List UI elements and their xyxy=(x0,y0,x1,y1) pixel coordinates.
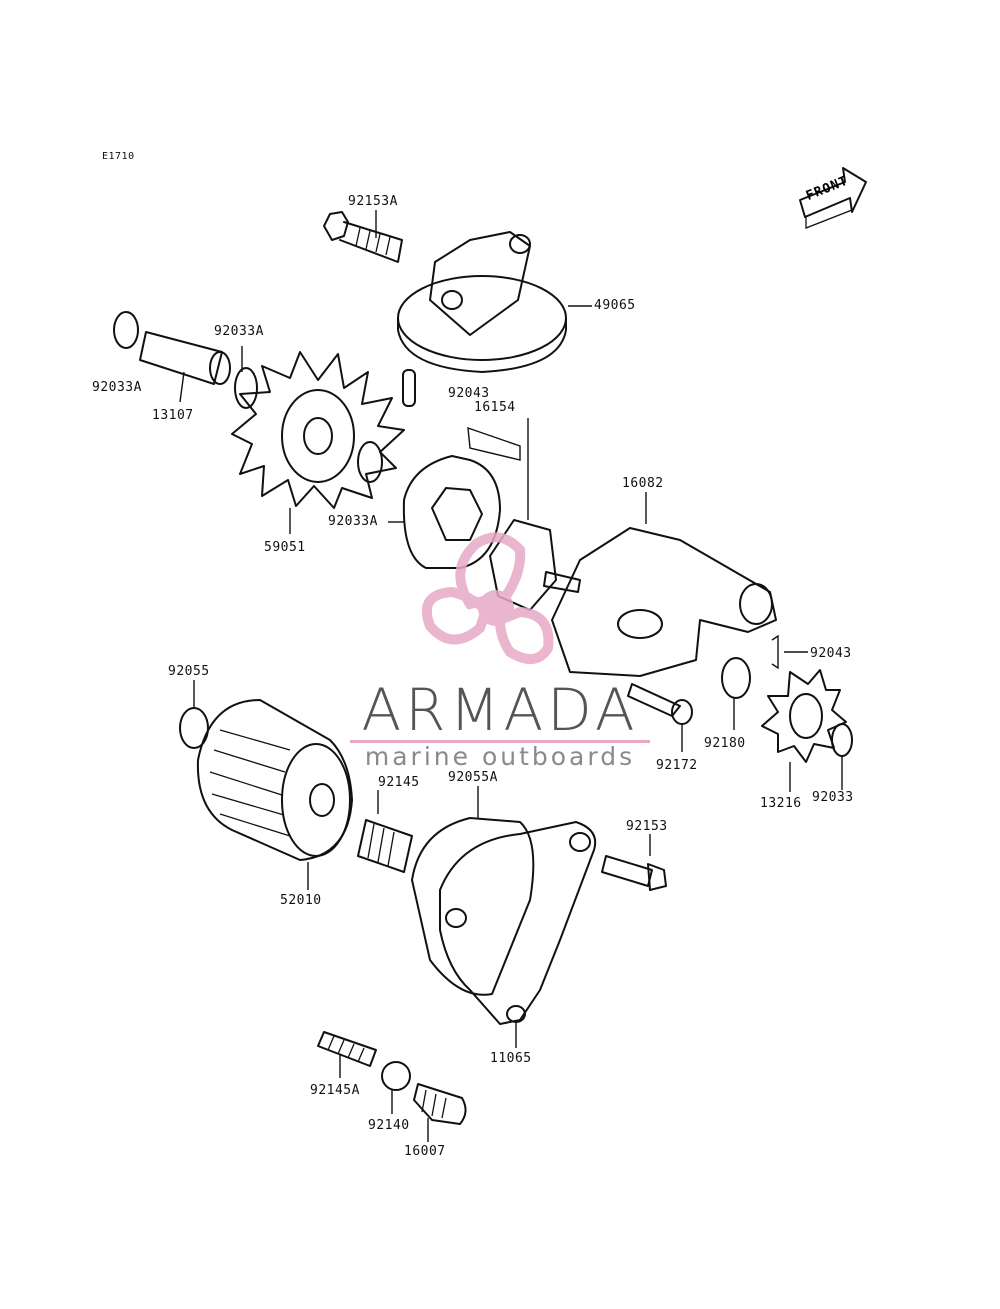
washer-92180 xyxy=(721,657,751,699)
label-11065: 11065 xyxy=(490,1051,532,1066)
label-16007: 16007 xyxy=(404,1144,446,1159)
label-16154: 16154 xyxy=(474,400,516,415)
gear-13216 xyxy=(761,634,853,763)
relief-valve-parts xyxy=(317,1031,467,1125)
gear-59051 xyxy=(231,351,405,509)
label-16082: 16082 xyxy=(622,476,664,491)
label-59051: 59051 xyxy=(264,540,306,555)
cover-11065 xyxy=(411,817,597,1025)
label-52010: 52010 xyxy=(280,893,322,908)
armada-logo-icon xyxy=(421,532,554,664)
shaft-13107-assembly xyxy=(113,311,258,409)
spring-92145 xyxy=(357,819,413,873)
label-92033A-left: 92033A xyxy=(92,380,142,395)
brand-divider xyxy=(350,740,650,743)
pump-cover-49065 xyxy=(397,231,567,373)
label-92033A-mid: 92033A xyxy=(328,514,378,529)
pin-92043 xyxy=(402,369,416,407)
oil-filter-52010 xyxy=(196,699,353,861)
label-92043-right: 92043 xyxy=(810,646,852,661)
brand-name: ARMADA xyxy=(361,676,639,744)
front-arrow-icon xyxy=(799,167,867,229)
label-92145: 92145 xyxy=(378,775,420,790)
brand-tagline: marine outboards xyxy=(364,742,636,771)
label-92145A: 92145A xyxy=(310,1083,360,1098)
label-13216: 13216 xyxy=(760,796,802,811)
diagram-code: E1710 xyxy=(102,151,135,162)
label-49065: 49065 xyxy=(594,298,636,313)
bolt-92153 xyxy=(601,855,667,891)
label-92055: 92055 xyxy=(168,664,210,679)
label-92153A: 92153A xyxy=(348,194,398,209)
rotor-16154 xyxy=(402,426,557,611)
leader-lines xyxy=(179,210,843,1142)
label-92043-top: 92043 xyxy=(448,386,490,401)
label-92153: 92153 xyxy=(626,819,668,834)
label-92055A: 92055A xyxy=(448,770,498,785)
label-92180: 92180 xyxy=(704,736,746,751)
pump-body-16082 xyxy=(543,527,777,677)
label-92033A-top: 92033A xyxy=(214,324,264,339)
bolt-92153A xyxy=(323,211,403,263)
label-92172: 92172 xyxy=(656,758,698,773)
label-92140: 92140 xyxy=(368,1118,410,1133)
label-13107: 13107 xyxy=(152,408,194,423)
label-92033: 92033 xyxy=(812,790,854,805)
